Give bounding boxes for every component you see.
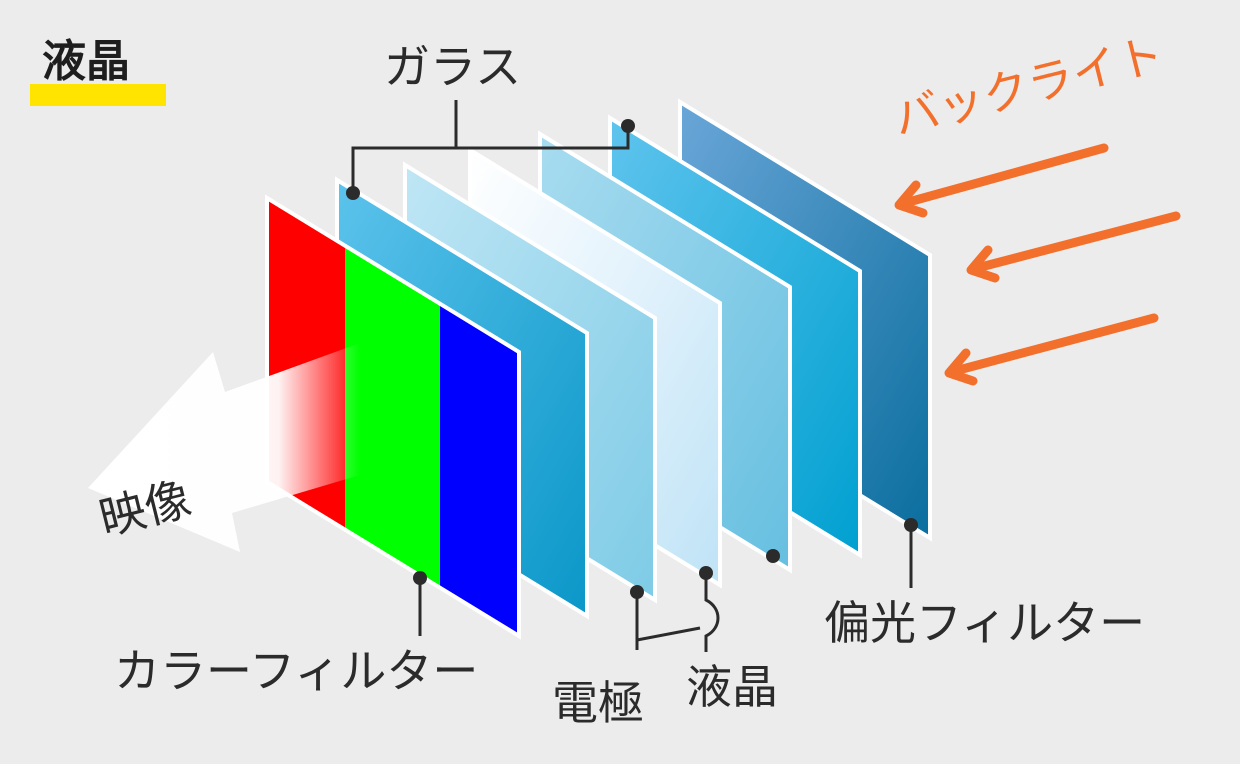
backlight-arrow [894,143,1109,218]
polarizing-filter-label: 偏光フィルター [824,596,1146,650]
page-title: 液晶 [42,36,130,87]
glass-leader-line [351,126,630,193]
electrode-label: 電極 [552,676,644,730]
liquid-crystal-dot [699,566,713,580]
color-filter-green-stripe [345,246,440,588]
color-filter-label: カラーフィルター [114,644,479,698]
title-block: 液晶 [30,36,166,112]
glass-front-dot [346,186,360,200]
electrode-leader-bracket [636,626,701,642]
polarizing-filter-dot [904,518,918,532]
backlight-arrow [944,313,1159,386]
title-highlight-bar [30,84,166,106]
color-filter-dot [413,571,427,585]
color-filter-blue-stripe [440,304,519,636]
glass-label: ガラス [384,40,522,94]
liquid-crystal-leader-line [704,573,720,652]
backlight-arrow [966,211,1181,283]
electrode-front-dot [630,585,644,599]
backlight-arrows [894,143,1181,386]
image-output-arrow [88,343,360,552]
electrode-back-dot [766,549,780,563]
glass-back-dot [621,119,635,133]
liquid-crystal-label: 液晶 [686,660,778,714]
